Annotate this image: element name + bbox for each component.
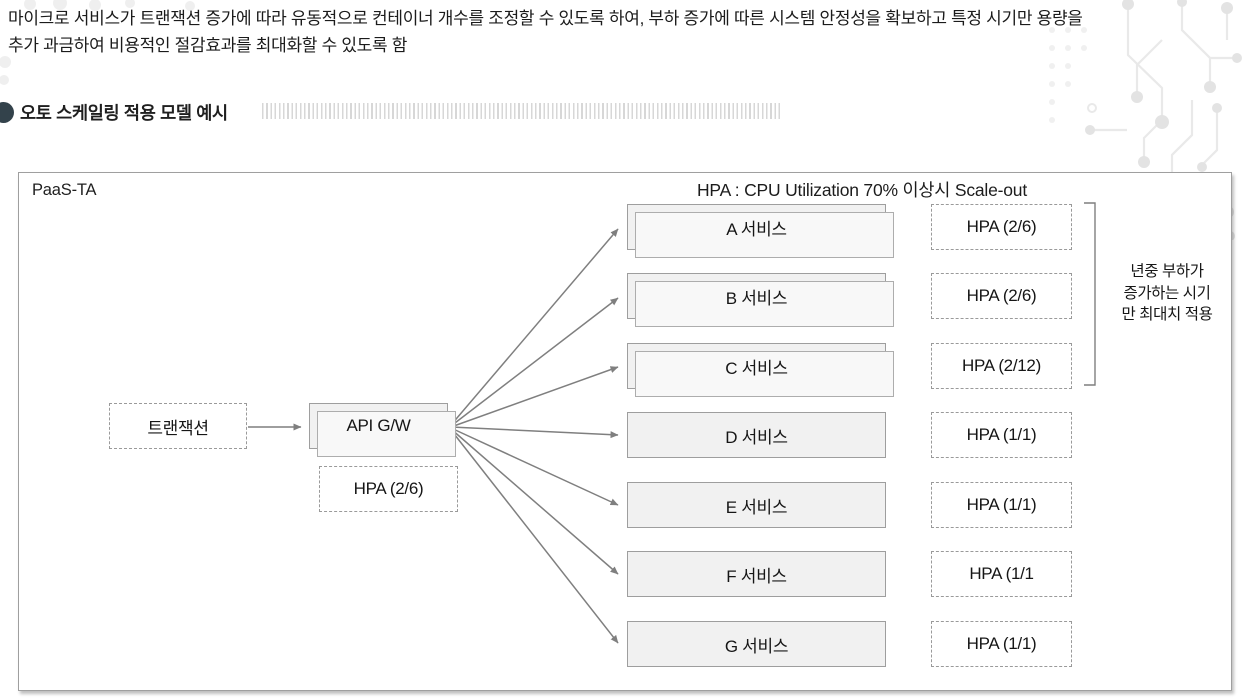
service-box-f: F 서비스 — [627, 551, 886, 597]
service-label: D 서비스 — [725, 427, 788, 447]
service-box-d: D 서비스 — [627, 412, 886, 458]
service-label: F 서비스 — [726, 566, 787, 586]
api-gateway-box: API G/W — [309, 403, 456, 457]
gateway-hpa-label: HPA (2/6) — [353, 479, 424, 498]
service-box-g: G 서비스 — [627, 621, 886, 667]
hpa-rule-title: HPA : CPU Utilization 70% 이상시 Scale-out — [696, 180, 1028, 200]
intro-line-2: 추가 과금하여 비용적인 절감효과를 최대화할 수 있도록 함 — [8, 35, 408, 55]
hpa-box-c: HPA (2/12) — [931, 343, 1072, 389]
hpa-box-f: HPA (1/1 — [931, 551, 1072, 597]
circuit-pattern-decoration — [1049, 0, 1242, 240]
hpa-box-g: HPA (1/1) — [931, 621, 1072, 667]
platform-label: PaaS-TA — [32, 181, 97, 199]
hpa-label: HPA (2/6) — [966, 286, 1037, 305]
hpa-box-a: HPA (2/6) — [931, 204, 1072, 250]
transaction-box: 트랜잭션 — [109, 403, 247, 449]
hpa-box-e: HPA (1/1) — [931, 482, 1072, 528]
section-heading: 오토 스케일링 적용 모델 예시 — [0, 100, 228, 124]
service-label: A 서비스 — [726, 219, 787, 239]
gateway-hpa-box: HPA (2/6) — [319, 466, 458, 512]
api-gateway-label: API G/W — [346, 416, 411, 435]
intro-paragraph: 마이크로 서비스가 트랜잭션 증가에 따라 유동적으로 컨테이너 개수를 조정할… — [8, 6, 1083, 59]
hpa-label: HPA (1/1 — [969, 564, 1034, 583]
hpa-label: HPA (2/6) — [966, 217, 1037, 236]
service-box-e: E 서비스 — [627, 482, 886, 528]
section-title: 오토 스케일링 적용 모델 예시 — [20, 102, 228, 123]
service-box-b: B 서비스 — [627, 273, 894, 327]
dots-decoration — [0, 0, 195, 85]
diagram-frame: PaaS-TA HPA : CPU Utilization 70% 이상시 Sc… — [18, 172, 1232, 691]
service-label: E 서비스 — [725, 497, 788, 517]
hpa-label: HPA (1/1) — [966, 634, 1037, 653]
intro-line-1: 마이크로 서비스가 트랜잭션 증가에 따라 유동적으로 컨테이너 개수를 조정할… — [8, 9, 1083, 28]
bracket-note: 년중 부하가 증가하는 시기 만 최대치 적용 — [1099, 261, 1235, 326]
stripe-decoration — [262, 103, 780, 119]
service-label: C 서비스 — [725, 358, 788, 378]
hpa-label: HPA (1/1) — [966, 425, 1037, 444]
bracket-note-line-2: 증가하는 시기 — [1123, 284, 1211, 302]
bracket-note-line-3: 만 최대치 적용 — [1121, 306, 1213, 323]
hpa-label: HPA (2/12) — [962, 356, 1041, 375]
service-label: B 서비스 — [725, 288, 788, 308]
hpa-label: HPA (1/1) — [966, 495, 1037, 514]
service-box-c: C 서비스 — [627, 343, 894, 397]
hpa-box-d: HPA (1/1) — [931, 412, 1072, 458]
service-box-a: A 서비스 — [627, 204, 894, 258]
bracket-note-line-1: 년중 부하가 — [1130, 263, 1204, 280]
transaction-label: 트랜잭션 — [147, 418, 209, 438]
bullet-icon — [0, 102, 14, 123]
hpa-box-b: HPA (2/6) — [931, 273, 1072, 319]
service-label: G 서비스 — [724, 636, 789, 656]
